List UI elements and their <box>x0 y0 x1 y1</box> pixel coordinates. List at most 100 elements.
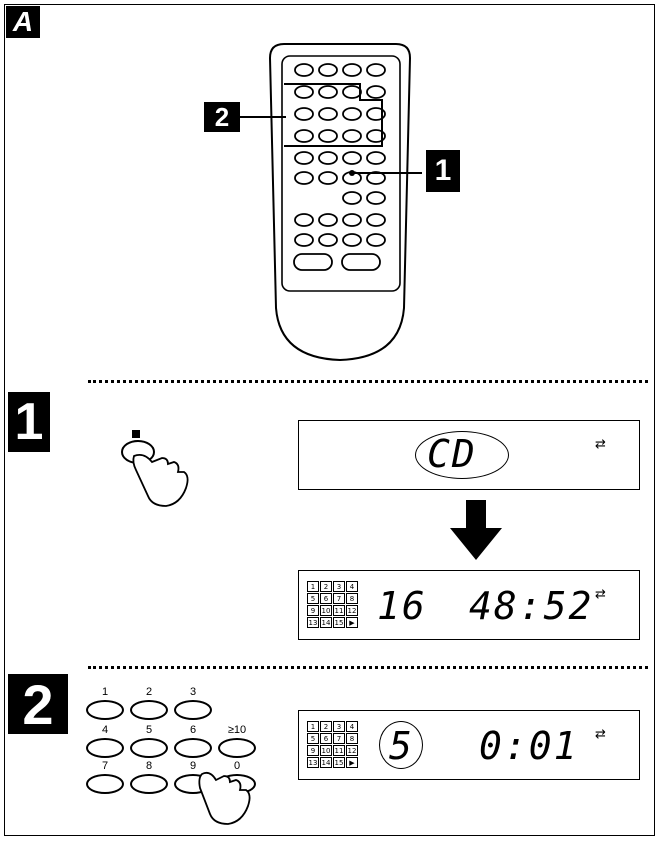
calendar-cell: 7 <box>333 593 345 604</box>
calendar-cell: 9 <box>307 745 319 756</box>
elapsed-time: 0:01 <box>479 724 579 768</box>
calendar-cell: 9 <box>307 605 319 616</box>
number-key-7[interactable] <box>86 774 124 794</box>
calendar-cell: 11 <box>333 605 345 616</box>
remote-key <box>342 85 362 99</box>
remote-key <box>342 129 362 143</box>
separator-2 <box>88 666 648 669</box>
number-key-1[interactable] <box>86 700 124 720</box>
calendar-cell: 2 <box>320 721 332 732</box>
key-label: 2 <box>145 686 153 698</box>
number-key-4[interactable] <box>86 738 124 758</box>
remote-key <box>366 151 386 165</box>
disc-type-indicator <box>415 431 509 479</box>
key-label: 5 <box>145 724 153 736</box>
calendar-cell: 5 <box>307 733 319 744</box>
remote-key <box>366 129 386 143</box>
calendar-cell: 14 <box>320 617 332 628</box>
remote-key <box>318 213 338 227</box>
calendar-cell: 12 <box>346 745 358 756</box>
number-key-≥10[interactable] <box>218 738 256 758</box>
calendar-cell: 6 <box>320 593 332 604</box>
key-label: 1 <box>101 686 109 698</box>
callout-1-line <box>352 172 422 174</box>
number-key-6[interactable] <box>174 738 212 758</box>
key-label: 6 <box>189 724 197 736</box>
calendar-cell: 12 <box>346 605 358 616</box>
remote-key <box>318 151 338 165</box>
page-frame <box>4 4 655 836</box>
track-indicator <box>379 721 423 769</box>
down-arrow-icon <box>450 500 502 560</box>
hand-pointer-icon <box>121 430 189 507</box>
hand-pointer-icon-2 <box>198 771 251 825</box>
remote-key <box>366 191 386 205</box>
calendar-cell: 2 <box>320 581 332 592</box>
calendar-cell: 4 <box>346 581 358 592</box>
number-key-8[interactable] <box>130 774 168 794</box>
remote-key <box>294 63 314 77</box>
remote-key <box>294 213 314 227</box>
remote-key <box>318 107 338 121</box>
remote-key <box>318 233 338 247</box>
remote-key <box>366 213 386 227</box>
remote-key <box>342 107 362 121</box>
figure-label: A <box>6 6 40 38</box>
key-label: ≥10 <box>227 724 247 736</box>
calendar-cell: 1 <box>307 581 319 592</box>
total-tracks: 16 <box>377 584 427 628</box>
calendar-cell: 4 <box>346 721 358 732</box>
calendar-cell: ▶ <box>346 757 358 768</box>
separator-1 <box>88 380 648 383</box>
calendar-cell: 11 <box>333 745 345 756</box>
calendar-cell: 13 <box>307 757 319 768</box>
calendar-cell: 6 <box>320 733 332 744</box>
remote-key <box>294 107 314 121</box>
remote-key <box>342 63 362 77</box>
key-label: 4 <box>101 724 109 736</box>
repeat-symbol: ⇄ <box>595 437 606 452</box>
key-label: 9 <box>189 760 197 772</box>
callout-1: 1 <box>426 150 460 192</box>
remote-key <box>366 85 386 99</box>
total-time: 48:52 <box>469 584 594 628</box>
remote-key <box>294 151 314 165</box>
calendar-cell: 5 <box>307 593 319 604</box>
stop-button-icon <box>132 430 140 438</box>
remote-key <box>294 129 314 143</box>
number-key-2[interactable] <box>130 700 168 720</box>
callout-2-line <box>240 116 286 118</box>
remote-key <box>342 233 362 247</box>
remote-key <box>318 63 338 77</box>
calendar-cell: 10 <box>320 605 332 616</box>
calendar-cell: ▶ <box>346 617 358 628</box>
number-key-3[interactable] <box>174 700 212 720</box>
calendar-cell: 3 <box>333 721 345 732</box>
repeat-symbol-2: ⇄ <box>595 587 606 602</box>
calendar-cell: 15 <box>333 617 345 628</box>
key-label: 8 <box>145 760 153 772</box>
key-label: 3 <box>189 686 197 698</box>
number-key-5[interactable] <box>130 738 168 758</box>
remote-key <box>294 85 314 99</box>
disc-type-text: CD <box>427 432 477 476</box>
calendar-cell: 8 <box>346 593 358 604</box>
key-label: 0 <box>233 760 241 772</box>
calendar-cell: 7 <box>333 733 345 744</box>
repeat-symbol-3: ⇄ <box>595 727 606 742</box>
remote-key <box>342 191 362 205</box>
remote-key <box>366 63 386 77</box>
remote-key <box>366 107 386 121</box>
step2-badge: 2 <box>8 673 68 736</box>
calendar-cell: 3 <box>333 581 345 592</box>
lcd-display-before: CD ⇄ <box>298 420 640 490</box>
step1-badge: 1 <box>8 392 50 452</box>
remote-key <box>318 85 338 99</box>
calendar-cell: 1 <box>307 721 319 732</box>
remote-key <box>366 233 386 247</box>
remote-key <box>318 129 338 143</box>
remote-key <box>342 151 362 165</box>
